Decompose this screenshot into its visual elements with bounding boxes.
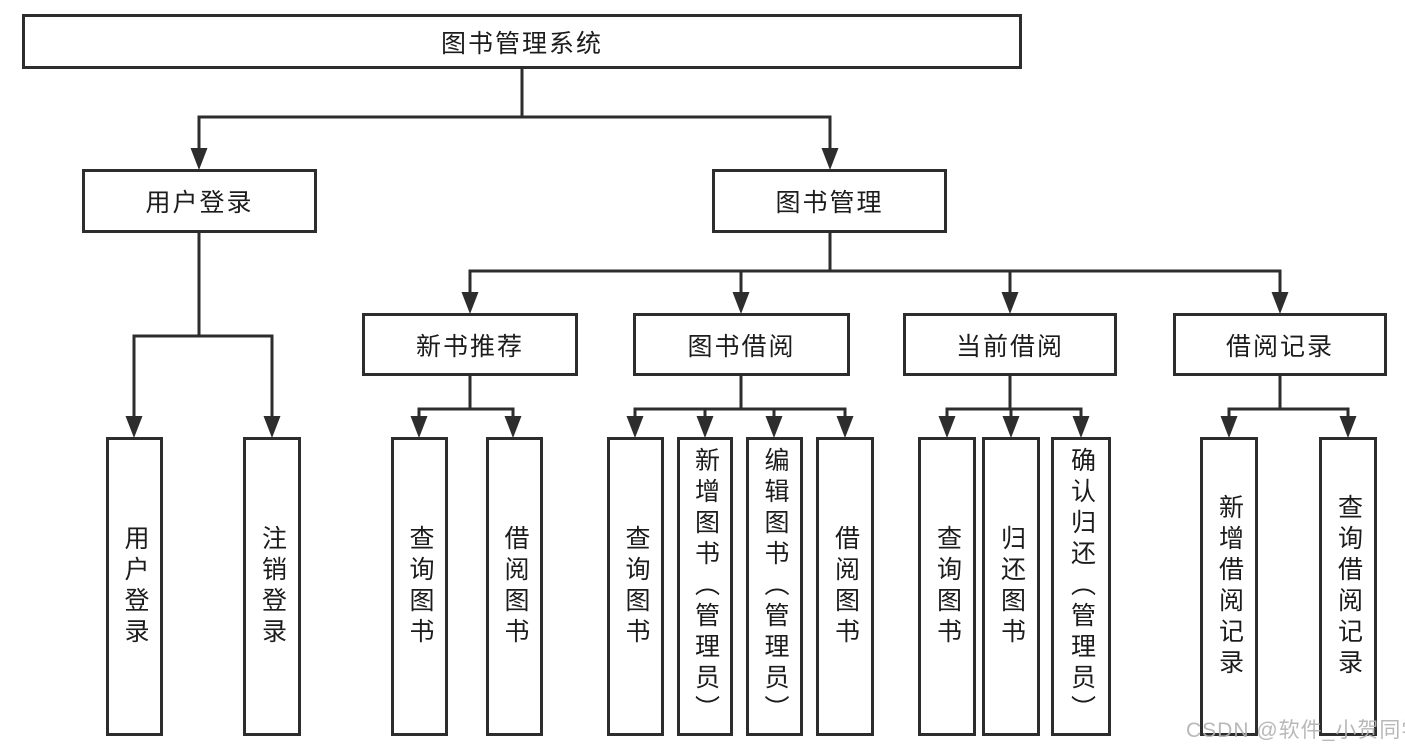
leaf-borrow-books: 借阅图书 (816, 437, 874, 736)
node-label: 新书推荐 (415, 332, 524, 361)
leaf-query-books-borrowing: 查询图书 (607, 437, 664, 736)
node-label: 借阅图书 (501, 524, 529, 649)
node-user-login-branch: 用户登录 (82, 169, 317, 233)
leaf-query-books-current: 查询图书 (918, 437, 976, 736)
node-label: 查询图书 (406, 524, 434, 649)
node-label: 查询借阅记录 (1334, 493, 1363, 680)
node-system-root: 图书管理系统 (22, 14, 1022, 69)
leaf-add-borrow-record: 新增借阅记录 (1200, 437, 1258, 736)
node-label: 注销登录 (258, 524, 287, 649)
node-label: 归还图书 (997, 524, 1026, 649)
leaf-confirm-return-admin: 确认归还（管理员） (1051, 437, 1111, 736)
node-new-book-recommendation: 新书推荐 (362, 313, 578, 376)
node-current-borrowing: 当前借阅 (903, 313, 1117, 376)
node-label: 图书借阅 (687, 332, 796, 361)
node-borrowing-records: 借阅记录 (1173, 313, 1387, 376)
leaf-edit-book-admin: 编辑图书（管理员） (746, 437, 803, 736)
leaf-add-book-admin: 新增图书（管理员） (677, 437, 733, 736)
leaf-logout: 注销登录 (243, 437, 301, 736)
leaf-borrow-books-recommend: 借阅图书 (486, 437, 543, 736)
leaf-user-login: 用户登录 (106, 437, 163, 736)
node-label: 查询图书 (622, 524, 650, 649)
leaf-query-books-recommend: 查询图书 (391, 437, 448, 736)
node-label: 查询图书 (933, 524, 962, 649)
leaf-query-borrow-record: 查询借阅记录 (1319, 437, 1377, 736)
node-label: 编辑图书（管理员） (761, 447, 789, 726)
node-label: 新增借阅记录 (1215, 493, 1244, 680)
node-book-management-branch: 图书管理 (712, 169, 947, 233)
node-label: 借阅图书 (831, 524, 860, 649)
node-label: 用户登录 (145, 189, 254, 217)
csdn-watermark: CSDN @软件_小贺同学 (1186, 719, 1405, 742)
node-book-borrowing: 图书借阅 (633, 313, 850, 376)
leaf-return-book: 归还图书 (982, 437, 1040, 736)
node-label: 用户登录 (121, 524, 149, 649)
node-label: 图书管理 (775, 189, 884, 217)
node-label: 确认归还（管理员） (1067, 447, 1096, 726)
node-label: 新增图书（管理员） (691, 447, 720, 726)
node-label: 图书管理系统 (440, 29, 603, 58)
node-label: 当前借阅 (955, 332, 1064, 361)
node-label: 借阅记录 (1225, 332, 1334, 361)
